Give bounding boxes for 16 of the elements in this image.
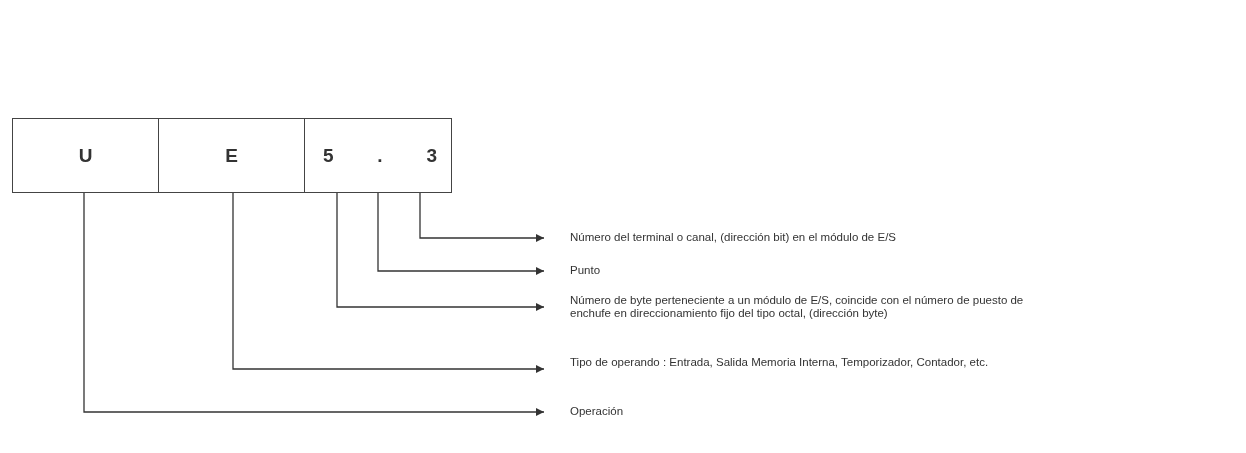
code-character: 3 xyxy=(426,144,437,167)
arrow xyxy=(336,192,545,311)
arrow xyxy=(83,192,545,416)
code-character: 5 xyxy=(323,144,334,167)
annotation-text: Punto xyxy=(570,264,690,277)
arrow xyxy=(377,192,545,275)
annotation-text: Número del terminal o canal, (dirección bit) en el módulo de E/S xyxy=(570,231,1090,244)
code-character: . xyxy=(377,144,383,167)
annotation-text: Número de byte perteneciente a un módulo de E/S, coincide con el número de puesto de enchufe en direccionamiento fijo del tipo octal, (dirección byte) xyxy=(570,294,1040,320)
code-cell xyxy=(304,118,452,193)
code-cell: E xyxy=(158,118,305,193)
annotation-text: Tipo de operando : Entrada, Salida Memoria Interna, Temporizador, Contador, etc. xyxy=(570,356,1240,369)
arrow xyxy=(232,192,545,373)
annotation-text: Operación xyxy=(570,405,690,418)
arrow xyxy=(419,192,545,242)
code-cell: U xyxy=(12,118,159,193)
